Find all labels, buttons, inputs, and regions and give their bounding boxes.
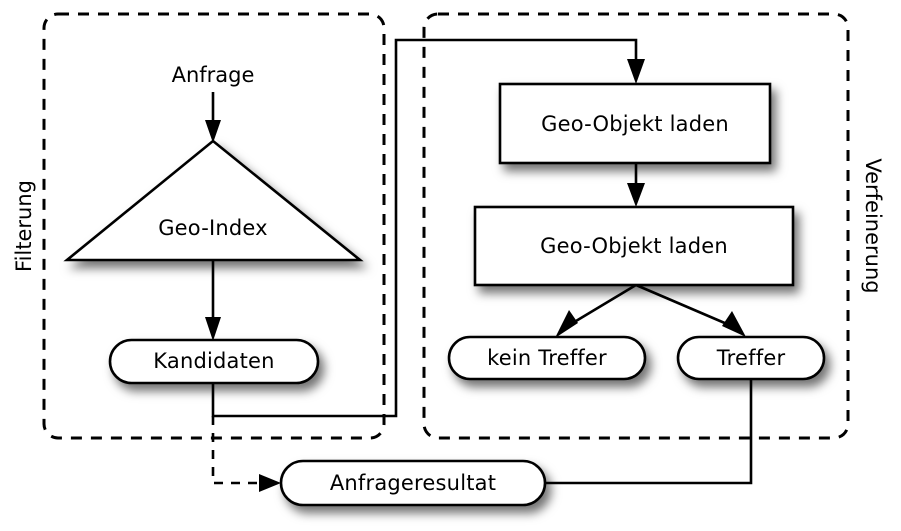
arrowhead-kandidaten-to-anfrageresultat [259, 474, 281, 492]
node-kandidaten-label: Kandidaten [153, 349, 274, 373]
geo-objekt-1-rect [498, 82, 772, 165]
node-kein-treffer[interactable]: kein Treffer [447, 335, 647, 381]
arrowhead-anfrage-to-geo-index [205, 120, 221, 143]
arrowhead-geo-objekt-2-to-treffer [722, 311, 746, 337]
group-label-filterung: Filterung [12, 180, 36, 272]
node-geo-objekt-laden-1[interactable]: Geo-Objekt laden [498, 82, 772, 165]
node-anfrage-label: Anfrage [172, 63, 255, 87]
node-anfrageresultat[interactable]: Anfrageresultat [279, 459, 547, 507]
node-geo-objekt-laden-2[interactable]: Geo-Objekt laden [473, 205, 795, 287]
kein-treffer-pill [447, 335, 647, 381]
edge-kandidaten-to-anfrageresultat [211, 416, 267, 485]
node-kandidaten[interactable]: Kandidaten [108, 338, 320, 385]
anfrageresultat-pill [279, 459, 547, 507]
arrowhead-kandidaten-to-geo-objekt-1 [627, 59, 645, 84]
node-anfrageresultat-label: Anfrageresultat [330, 471, 496, 495]
node-geo-objekt-laden-2-label: Geo-Objekt laden [540, 234, 728, 258]
edge-geo-objekt-2-to-kein-treffer [565, 283, 637, 329]
node-geo-index[interactable]: Geo-Index [63, 139, 364, 262]
arrowhead-geo-objekt-1-to-geo-objekt-2 [627, 183, 645, 207]
edge-treffer-to-anfrageresultat [545, 379, 753, 485]
group-label-verfeinerung: Verfeinerung [861, 158, 885, 293]
node-treffer[interactable]: Treffer [676, 335, 826, 381]
geo-index-triangle [63, 139, 364, 262]
node-geo-objekt-laden-1-label: Geo-Objekt laden [541, 112, 729, 136]
kandidaten-pill [108, 338, 320, 385]
node-treffer-label: Treffer [716, 346, 786, 370]
arrowhead-geo-objekt-2-to-kein-treffer [555, 310, 578, 338]
treffer-pill [676, 335, 826, 381]
arrowhead-geo-index-to-kandidaten [205, 317, 221, 341]
geo-objekt-2-rect [473, 205, 795, 287]
node-kein-treffer-label: kein Treffer [487, 346, 607, 370]
edge-kandidaten-to-geo-objekt-1 [211, 38, 638, 418]
node-geo-index-label: Geo-Index [158, 216, 268, 240]
edge-geo-objekt-2-to-treffer [635, 283, 735, 329]
